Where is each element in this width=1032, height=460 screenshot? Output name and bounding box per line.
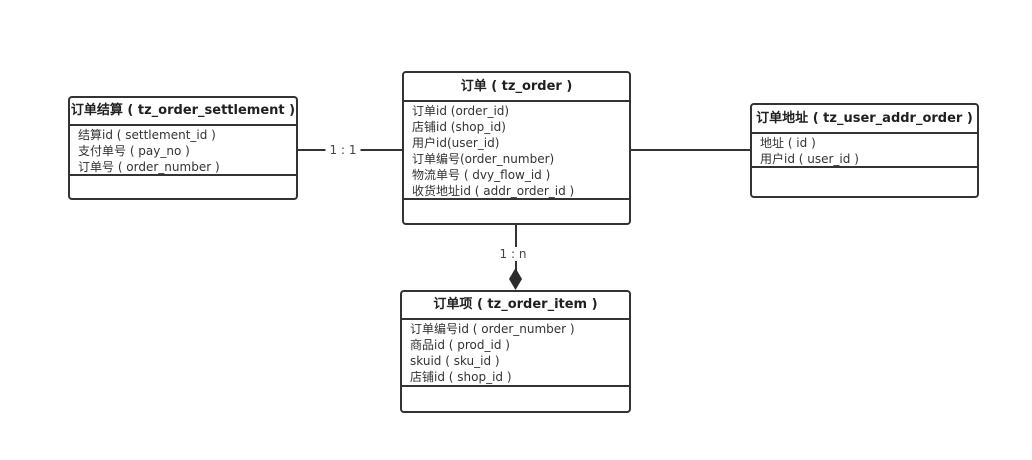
entity-tz-order-settlement[interactable]: 订单结算 ( tz_order_settlement ) 结算id ( sett… — [68, 96, 298, 200]
connector-order-addr — [631, 149, 750, 151]
filled-diamond-arrowhead-icon — [509, 268, 522, 290]
entity-empty-section — [752, 166, 977, 194]
entity-title: 订单 ( tz_order ) — [460, 79, 573, 94]
field-row: 用户id ( user_id ) — [760, 152, 859, 166]
entity-field-list: 订单id (order_id) 店铺id (shop_id) 用户id(user… — [404, 100, 629, 198]
field-row: 订单号 ( order_number ) — [78, 160, 220, 174]
field-row: 商品id ( prod_id ) — [410, 338, 510, 352]
entity-empty-section — [402, 385, 629, 411]
field-row: 收货地址id ( addr_order_id ) — [412, 184, 575, 198]
field-row: 订单编号(order_number) — [412, 152, 555, 166]
entity-empty-section — [70, 174, 296, 198]
field-row: 订单编号id ( order_number ) — [410, 322, 575, 336]
relation-label-1-n: 1 : n — [495, 247, 531, 261]
entity-field-list: 订单编号id ( order_number ) 商品id ( prod_id )… — [402, 318, 629, 385]
field-row: 用户id(user_id) — [412, 136, 500, 150]
field-row: 店铺id ( shop_id ) — [410, 370, 512, 384]
field-row: skuid ( sku_id ) — [410, 354, 500, 368]
field-row: 店铺id (shop_id) — [412, 120, 506, 134]
field-row: 地址 ( id ) — [760, 136, 816, 150]
entity-tz-order[interactable]: 订单 ( tz_order ) 订单id (order_id) 店铺id (sh… — [402, 71, 631, 225]
entity-field-list: 地址 ( id ) 用户id ( user_id ) — [752, 132, 977, 166]
entity-empty-section — [404, 198, 629, 223]
entity-tz-user-addr-order[interactable]: 订单地址 ( tz_user_addr_order ) 地址 ( id ) 用户… — [750, 103, 979, 198]
field-row: 物流单号 ( dvy_flow_id ) — [412, 168, 551, 182]
entity-title: 订单结算 ( tz_order_settlement ) — [70, 103, 296, 118]
entity-title: 订单项 ( tz_order_item ) — [433, 297, 598, 312]
relation-label-1-1: 1 : 1 — [325, 143, 361, 157]
entity-tz-order-item[interactable]: 订单项 ( tz_order_item ) 订单编号id ( order_num… — [400, 290, 631, 413]
entity-field-list: 结算id ( settlement_id ) 支付单号 ( pay_no ) 订… — [70, 124, 296, 174]
field-row: 支付单号 ( pay_no ) — [78, 144, 190, 158]
field-row: 结算id ( settlement_id ) — [78, 128, 216, 142]
entity-title: 订单地址 ( tz_user_addr_order ) — [756, 111, 973, 126]
field-row: 订单id (order_id) — [412, 104, 510, 118]
